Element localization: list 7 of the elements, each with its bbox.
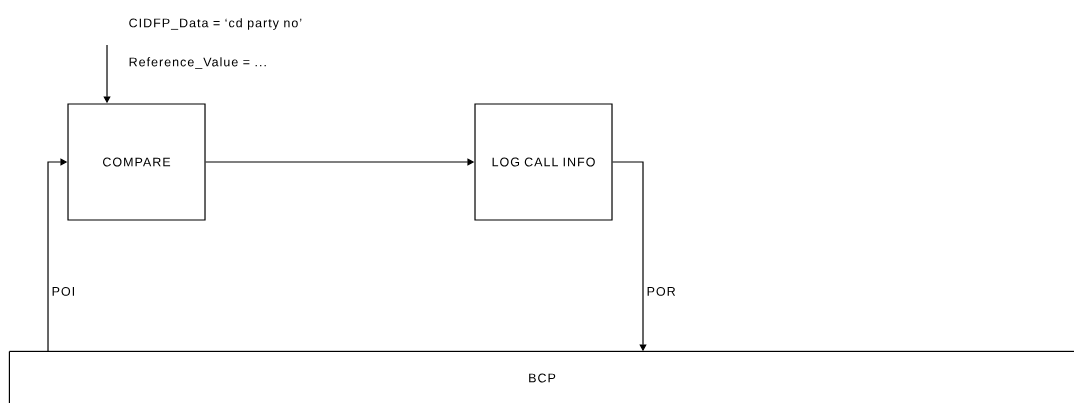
process-box: COMPARE <box>67 103 206 221</box>
process-band: BCP <box>8 350 1074 403</box>
note-text: CIDFP_Data = ‘cd party no’ <box>129 18 302 30</box>
edge-label: POI <box>52 286 74 296</box>
note-text: Reference_Value = ... <box>129 57 266 69</box>
process-box: LOG CALL INFO <box>474 103 613 221</box>
edge-label: POR <box>647 286 676 296</box>
